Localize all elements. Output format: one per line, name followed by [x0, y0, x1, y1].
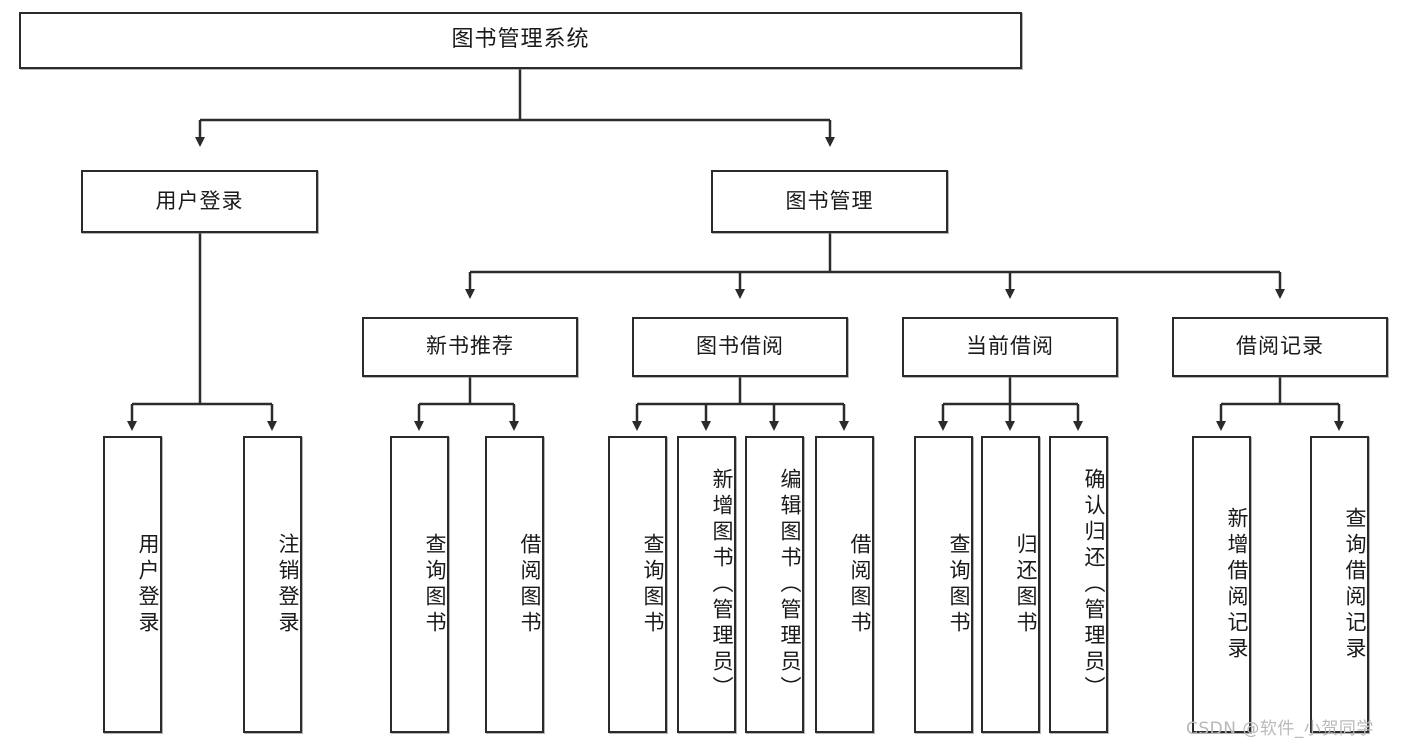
node-book-manage[interactable]: 图书管理 — [711, 170, 948, 233]
node-leaf-borrow-book-1-label: 借阅图书 — [518, 532, 542, 637]
node-leaf-user-login[interactable]: 用户登录 — [103, 436, 162, 733]
node-leaf-query-record-label: 查询借阅记录 — [1343, 506, 1367, 663]
node-leaf-edit-book[interactable]: 编辑图书（管理员） — [745, 436, 804, 733]
node-new-book-recommend[interactable]: 新书推荐 — [362, 317, 578, 377]
node-root-label: 图书管理系统 — [451, 27, 590, 53]
node-book-borrow[interactable]: 图书借阅 — [632, 317, 848, 377]
node-book-manage-label: 图书管理 — [785, 188, 874, 213]
node-leaf-query-book-1[interactable]: 查询图书 — [390, 436, 449, 733]
node-book-borrow-label: 图书借阅 — [696, 334, 784, 359]
node-borrow-record[interactable]: 借阅记录 — [1172, 317, 1388, 377]
node-leaf-user-login-label: 用户登录 — [136, 532, 160, 637]
node-leaf-borrow-book-2[interactable]: 借阅图书 — [815, 436, 874, 733]
node-current-borrow[interactable]: 当前借阅 — [902, 317, 1118, 377]
node-root[interactable]: 图书管理系统 — [19, 12, 1022, 69]
node-borrow-record-label: 借阅记录 — [1236, 334, 1324, 359]
node-leaf-logout[interactable]: 注销登录 — [243, 436, 302, 733]
watermark: CSDN @软件_小贺同学 — [1186, 719, 1374, 739]
node-leaf-query-book-2-label: 查询图书 — [641, 532, 665, 637]
node-leaf-add-record[interactable]: 新增借阅记录 — [1192, 436, 1251, 733]
node-leaf-borrow-book-1[interactable]: 借阅图书 — [485, 436, 544, 733]
node-leaf-add-book[interactable]: 新增图书（管理员） — [677, 436, 736, 733]
node-user-login-label: 用户登录 — [155, 188, 244, 213]
node-leaf-query-record[interactable]: 查询借阅记录 — [1310, 436, 1369, 733]
node-leaf-query-book-3-label: 查询图书 — [947, 532, 971, 637]
node-leaf-confirm-return-label: 确认归还（管理员） — [1082, 467, 1106, 702]
node-leaf-return-book[interactable]: 归还图书 — [981, 436, 1040, 733]
node-user-login[interactable]: 用户登录 — [81, 170, 318, 233]
node-current-borrow-label: 当前借阅 — [966, 334, 1054, 359]
node-leaf-borrow-book-2-label: 借阅图书 — [848, 532, 872, 637]
node-leaf-logout-label: 注销登录 — [276, 532, 300, 637]
node-leaf-return-book-label: 归还图书 — [1014, 532, 1038, 637]
node-leaf-edit-book-label: 编辑图书（管理员） — [778, 467, 802, 702]
node-leaf-add-book-label: 新增图书（管理员） — [710, 467, 734, 702]
node-leaf-query-book-1-label: 查询图书 — [423, 532, 447, 637]
node-leaf-query-book-2[interactable]: 查询图书 — [608, 436, 667, 733]
node-leaf-query-book-3[interactable]: 查询图书 — [914, 436, 973, 733]
node-leaf-add-record-label: 新增借阅记录 — [1225, 506, 1249, 663]
node-leaf-confirm-return[interactable]: 确认归还（管理员） — [1049, 436, 1108, 733]
node-new-book-recommend-label: 新书推荐 — [426, 334, 514, 359]
